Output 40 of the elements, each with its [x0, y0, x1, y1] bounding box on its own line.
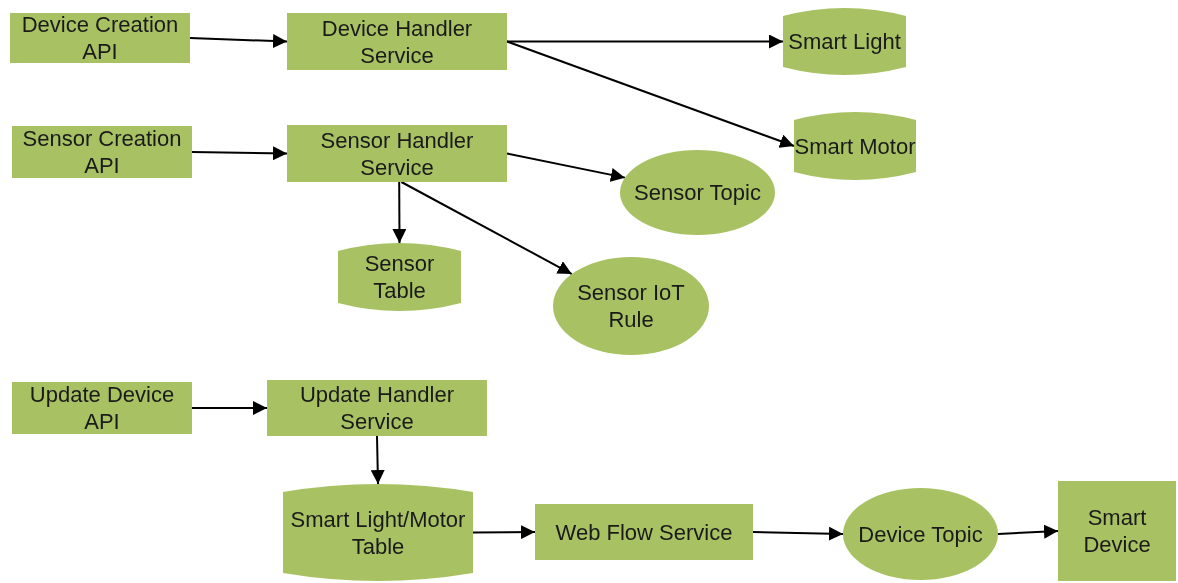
- node-label: Sensor IoT Rule: [576, 279, 686, 333]
- node-label: Device Creation API: [20, 11, 180, 65]
- arrow: [400, 181, 573, 276]
- database-cylinder: [283, 484, 473, 581]
- arrow: [189, 34, 288, 48]
- service-box: [287, 125, 507, 182]
- node-label: Smart Light/Motor Table: [289, 505, 467, 560]
- service-box: [10, 13, 190, 63]
- arrow: [472, 525, 536, 540]
- node-label: Update Handler Service: [298, 381, 456, 435]
- node-label: Device Handler Service: [320, 14, 474, 69]
- node-label: Web Flow Service: [555, 518, 733, 546]
- database-cylinder: [338, 243, 461, 311]
- arrow: [997, 524, 1059, 539]
- service-box: [1058, 481, 1176, 581]
- node-label: Smart Motor: [794, 132, 916, 160]
- node-label: Smart Device: [1082, 504, 1152, 558]
- topic-ellipse: [553, 257, 709, 355]
- service-box: [287, 13, 507, 70]
- node-label: Sensor Table: [363, 250, 436, 304]
- arrow: [370, 435, 385, 485]
- node-label: Sensor Creation API: [21, 125, 183, 179]
- service-box: [535, 504, 753, 560]
- arrow: [392, 181, 407, 244]
- arrow: [506, 40, 795, 148]
- node-label: Device Topic: [858, 520, 983, 548]
- node-label: Smart Light: [788, 28, 901, 55]
- arrow: [191, 401, 268, 415]
- node-label: Sensor Topic: [634, 179, 761, 206]
- topic-ellipse: [620, 150, 775, 235]
- node-label: Sensor Handler Service: [319, 126, 475, 181]
- service-box: [267, 380, 487, 436]
- node-label: Update Device API: [28, 381, 176, 435]
- arrow: [506, 152, 626, 182]
- service-box: [12, 382, 192, 434]
- database-cylinder: [783, 8, 906, 75]
- arrow: [752, 526, 844, 541]
- topic-ellipse: [843, 488, 998, 580]
- arrow: [191, 146, 288, 161]
- database-cylinder: [794, 112, 916, 180]
